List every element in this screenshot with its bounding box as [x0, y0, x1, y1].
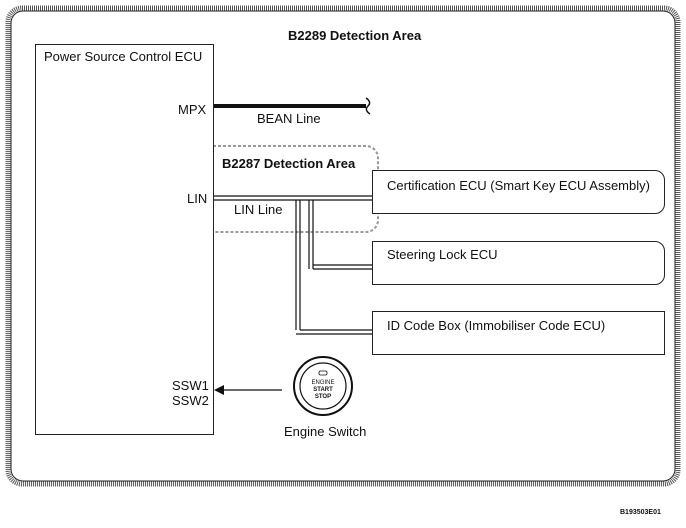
engine-switch-caption: Engine Switch: [284, 424, 367, 439]
lin-line-label: LIN Line: [234, 202, 283, 217]
ecu-title: Power Source Control ECU: [44, 49, 203, 64]
engine-switch-face-stop: STOP: [314, 394, 332, 400]
figure-code: B193503E01: [620, 509, 661, 516]
id-code-box: [372, 311, 665, 355]
steering-lock-ecu-label: Steering Lock ECU: [387, 247, 498, 262]
engine-switch-face-engine: ENGINE: [311, 380, 335, 386]
inner-area-title: B2287 Detection Area: [222, 156, 356, 171]
power-source-control-ecu: [35, 44, 214, 435]
steering-lock-ecu-box: [372, 241, 665, 285]
ssw-arrow-head: [214, 385, 224, 395]
lin-bus: [213, 195, 372, 335]
bean-line-label: BEAN Line: [257, 111, 321, 126]
engine-switch-face-start: START: [313, 387, 333, 393]
pin-lin: LIN: [187, 191, 208, 206]
pin-ssw1: SSW1: [172, 378, 209, 393]
engine-switch-icon: [293, 356, 353, 416]
outer-area-title: B2289 Detection Area: [288, 28, 422, 43]
id-code-box-label: ID Code Box (Immobiliser Code ECU): [387, 318, 606, 333]
outer-detection-area-border: [5, 5, 681, 487]
pin-mpx: MPX: [178, 102, 207, 117]
certification-ecu-box: [372, 170, 665, 214]
pin-ssw2: SSW2: [172, 393, 209, 408]
bean-line-break: [365, 97, 371, 115]
certification-ecu-label: Certification ECU (Smart Key ECU Assembl…: [387, 178, 650, 193]
